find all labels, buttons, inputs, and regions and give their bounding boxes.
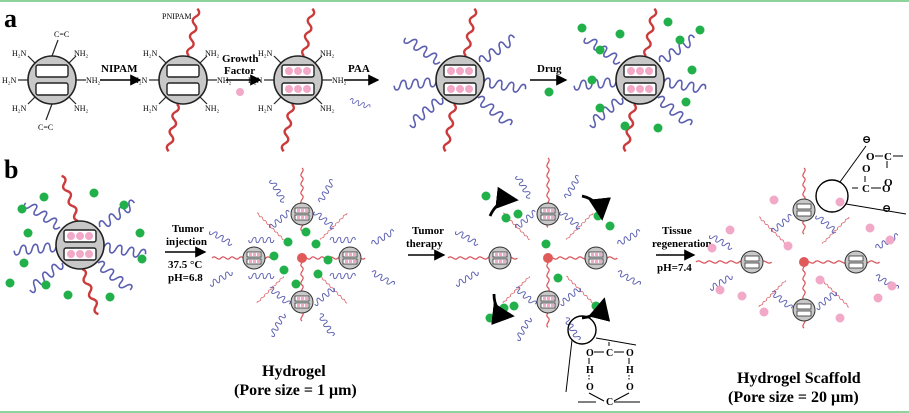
nanoparticle-amine: C=C C=C NH₂ NH₂ NH₂ H₂N H₂N H₂N bbox=[2, 30, 101, 132]
hydrogel-pore-size: (Pore size = 1 μm) bbox=[234, 382, 357, 399]
drug-dot bbox=[544, 87, 554, 97]
svg-text:NH₂: NH₂ bbox=[86, 76, 101, 85]
svg-text:H₂N: H₂N bbox=[133, 76, 148, 85]
growth-factor-dot bbox=[236, 88, 244, 96]
svg-text:NH₂: NH₂ bbox=[74, 104, 89, 113]
svg-text:NH₂: NH₂ bbox=[320, 49, 335, 58]
svg-text:⊖: ⊖ bbox=[862, 134, 871, 146]
svg-text:NH₂: NH₂ bbox=[74, 49, 89, 58]
carboxylate-inset: ⊖ O C O C O O ⊖ bbox=[815, 134, 907, 215]
svg-text:O: O bbox=[586, 348, 594, 359]
svg-text:H₂N: H₂N bbox=[248, 76, 263, 85]
svg-text:O: O bbox=[626, 348, 634, 359]
svg-text:H₂N: H₂N bbox=[258, 104, 273, 113]
svg-text:O: O bbox=[586, 382, 594, 393]
svg-text:H₂N: H₂N bbox=[143, 49, 158, 58]
svg-text:H₂N: H₂N bbox=[12, 104, 27, 113]
nanoparticle-pnipam: NH₂ NH₂ NH₂ H₂N H₂N H₂N bbox=[133, 7, 232, 153]
svg-text:C: C bbox=[884, 151, 892, 163]
svg-text:H: H bbox=[586, 365, 594, 376]
tissue-regen-line2: regeneration bbox=[652, 238, 712, 250]
tissue-regen-line1: Tissue bbox=[662, 225, 692, 237]
injection-ph: pH=6.8 bbox=[168, 272, 203, 284]
svg-text:H: H bbox=[626, 365, 634, 376]
svg-text:H₂N: H₂N bbox=[2, 76, 17, 85]
pnipam-label: PNIPAM bbox=[162, 12, 192, 21]
svg-text:O: O bbox=[884, 177, 893, 189]
svg-text:O: O bbox=[626, 382, 634, 393]
injection-temperature: 37.5 °C bbox=[168, 259, 202, 271]
tumor-therapy-line2: therapy bbox=[406, 238, 443, 250]
regen-ph: pH=7.4 bbox=[657, 262, 692, 274]
hbond-inset: O C O H H O O C bbox=[565, 315, 640, 408]
svg-text:NH₂: NH₂ bbox=[332, 76, 347, 85]
svg-text:O: O bbox=[862, 163, 871, 175]
step-label-drug: Drug bbox=[537, 63, 562, 75]
svg-text:H₂N: H₂N bbox=[258, 49, 273, 58]
hydrogel-network bbox=[208, 167, 396, 338]
svg-text:NH₂: NH₂ bbox=[205, 104, 220, 113]
svg-text:H₂N: H₂N bbox=[12, 49, 27, 58]
svg-text:NH₂: NH₂ bbox=[320, 104, 335, 113]
scaffold-pore-size: (Pore size = 20 μm) bbox=[728, 389, 859, 406]
drug-particle-start bbox=[5, 173, 147, 317]
paa-coil bbox=[348, 97, 371, 110]
step-label-nipam: NIPAM bbox=[101, 63, 138, 75]
svg-text:C: C bbox=[606, 397, 613, 408]
therapy-network bbox=[447, 157, 642, 342]
svg-text:C: C bbox=[862, 183, 870, 195]
step-label-paa: PAA bbox=[348, 63, 370, 75]
tumor-injection-line1: Tumor bbox=[172, 223, 204, 235]
step-label-growth: Growth bbox=[222, 53, 258, 65]
tumor-therapy-line1: Tumor bbox=[412, 225, 444, 237]
svg-text:C: C bbox=[606, 348, 613, 359]
svg-text:C=C: C=C bbox=[38, 123, 53, 132]
panel-b-letter: b bbox=[4, 155, 18, 184]
tumor-injection-line2: injection bbox=[166, 236, 207, 248]
svg-text:NH₂: NH₂ bbox=[205, 49, 220, 58]
svg-text:⊖: ⊖ bbox=[882, 203, 891, 215]
svg-text:O: O bbox=[866, 151, 875, 163]
svg-text:C=C: C=C bbox=[54, 30, 69, 39]
scaffold-network bbox=[695, 167, 900, 329]
nanoparticle-paa bbox=[392, 7, 527, 153]
svg-text:H₂N: H₂N bbox=[143, 104, 158, 113]
nanoparticle-drug bbox=[572, 7, 707, 153]
svg-text:O: O bbox=[882, 183, 891, 195]
scaffold-title: Hydrogel Scaffold bbox=[737, 370, 861, 387]
nanoparticle-loaded: NH₂ NH₂ NH₂ H₂N H₂N H₂N bbox=[248, 7, 347, 153]
hydrogel-title: Hydrogel bbox=[262, 363, 326, 380]
panel-a-letter: a bbox=[4, 4, 17, 33]
svg-text:NH₂: NH₂ bbox=[217, 76, 232, 85]
step-label-factor: Factor bbox=[224, 65, 255, 77]
